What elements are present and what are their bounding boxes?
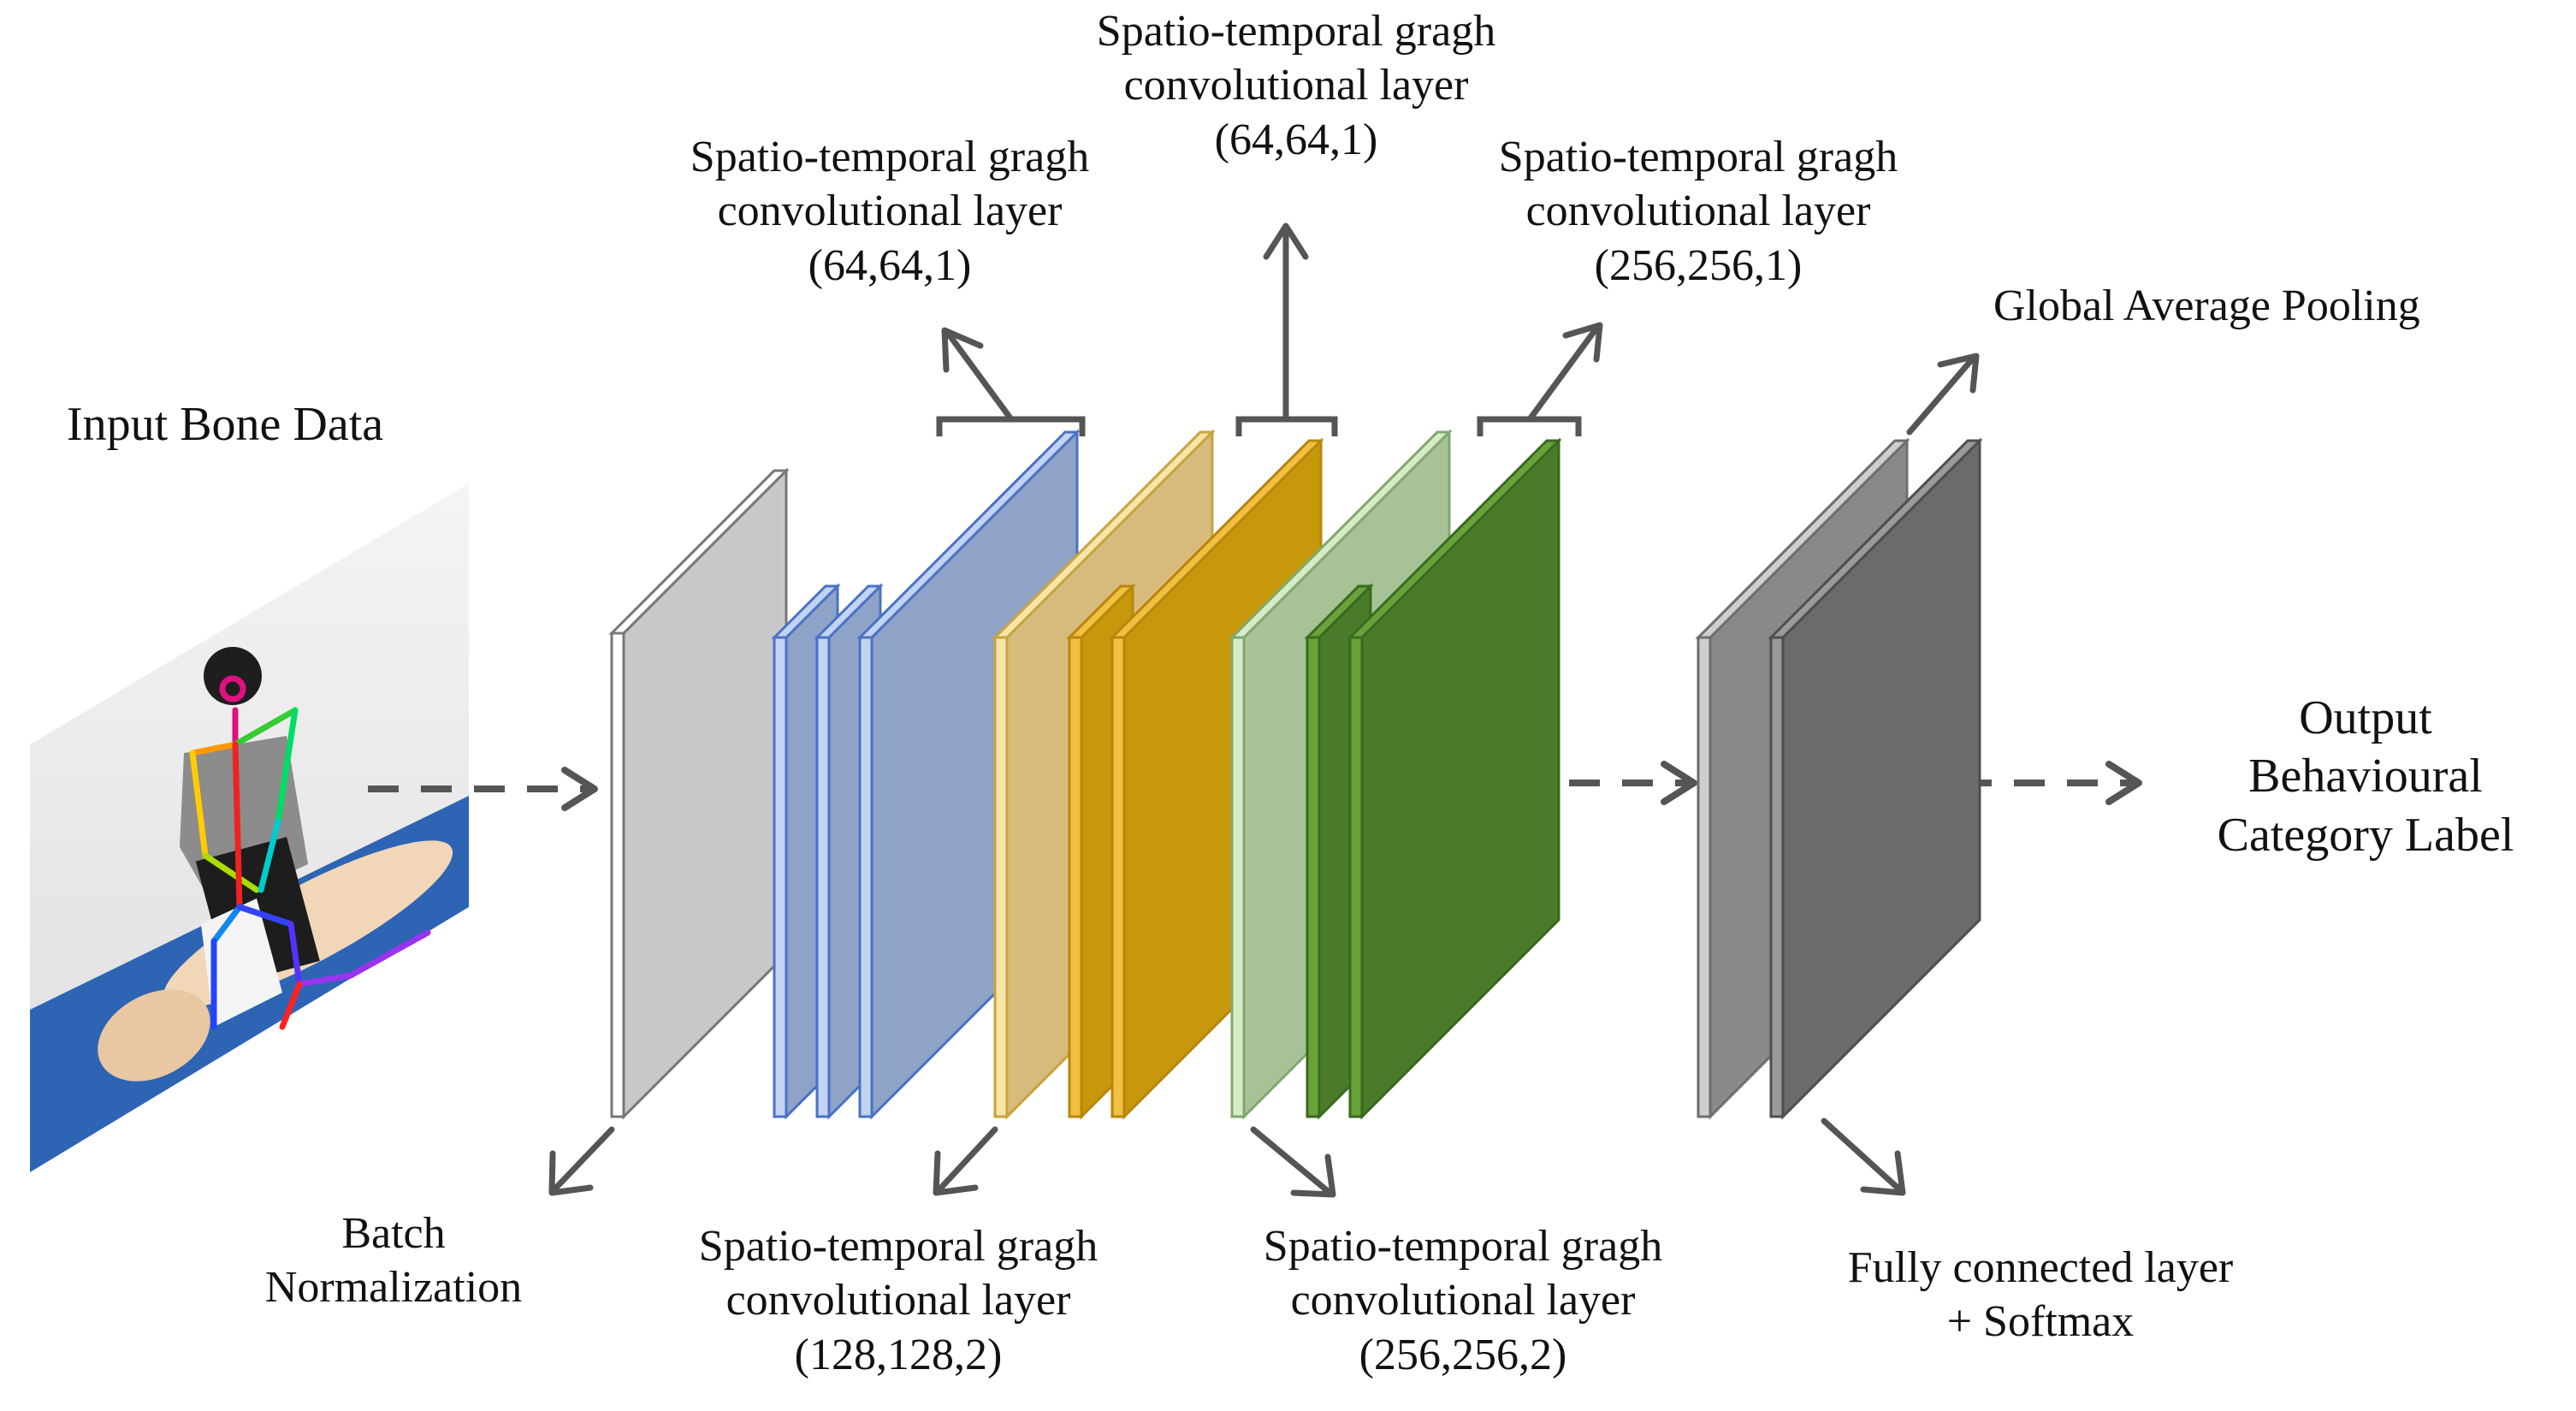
label-stgcn-256-b: Spatio-temporal gragh convolutional laye… [1498,133,1898,290]
flow-arrowheads [561,761,2142,811]
label-fc: Fully connected layer + Softmax [1847,1243,2234,1347]
layer-batch-norm [608,467,790,1120]
flow-arrows [368,780,2135,792]
input-title: Input Bone Data [67,398,384,451]
label-stgcn-128: Spatio-temporal gragh convolutional laye… [698,1222,1099,1379]
photo-skeleton [189,675,431,1030]
layer-fc [1768,437,1983,1120]
layer-green-3 [1347,437,1562,1120]
layer-slabs [608,429,1983,1120]
pointer-arrows [548,222,1980,1198]
label-stgcn-64-a: Spatio-temporal gragh convolutional laye… [690,133,1090,290]
label-stgcn-64-b: Spatio-temporal gragh convolutional laye… [1096,7,1496,164]
output-label: Output Behavioural Category Label [2217,691,2514,862]
input-photo [30,483,469,1172]
label-batch-norm: Batch Normalization [264,1209,523,1313]
label-gap: Global Average Pooling [1993,282,2420,330]
brackets [936,416,1582,436]
label-stgcn-256-a: Spatio-temporal gragh convolutional laye… [1263,1222,1663,1379]
